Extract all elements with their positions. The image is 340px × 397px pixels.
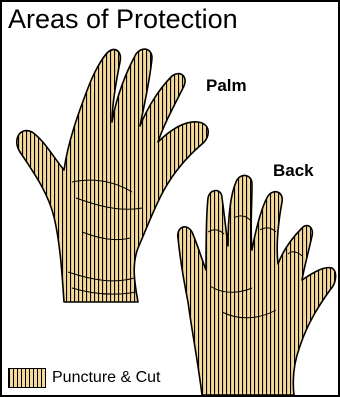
legend: Puncture & Cut — [8, 366, 161, 390]
back-hand-shape — [178, 175, 336, 395]
legend-label: Puncture & Cut — [52, 369, 161, 387]
hands-illustration — [2, 2, 338, 395]
palm-hand-shape — [17, 49, 208, 302]
palm-label: Palm — [206, 76, 247, 96]
legend-swatch — [8, 368, 46, 388]
back-label: Back — [273, 161, 314, 181]
